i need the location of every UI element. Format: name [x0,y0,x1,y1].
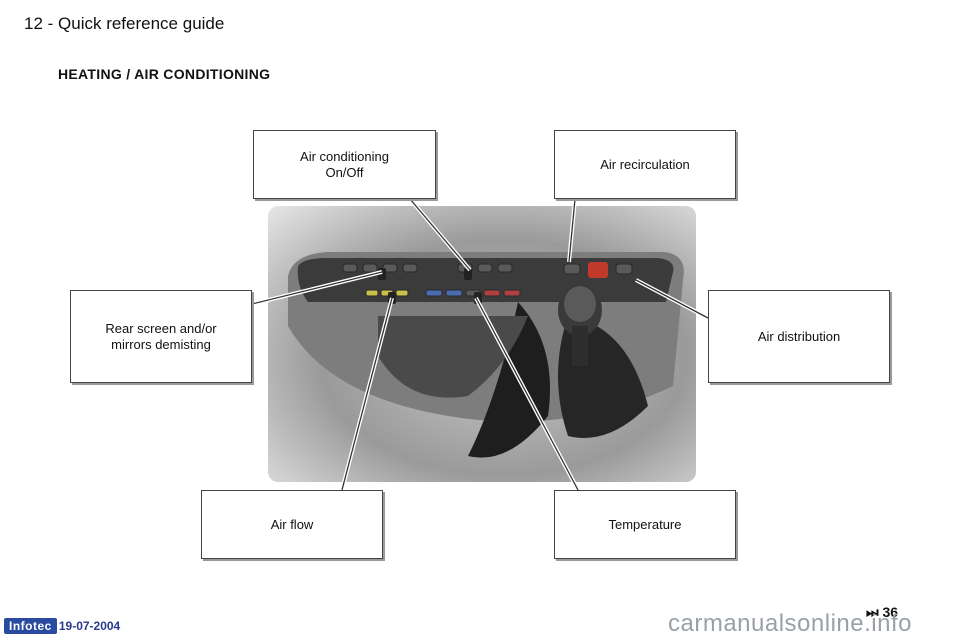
fast-forward-icon: ⏭ [866,604,879,620]
rear-screen-label-line2: mirrors demisting [111,336,211,352]
air-distribution-callout: Air distribution [708,290,890,383]
air-flow-callout: Air flow [201,490,383,559]
air-flow-label: Air flow [270,516,314,532]
air-recirculation-callout: Air recirculation [554,130,736,199]
infotec-logo: Infotec [4,618,57,634]
air-recirculation-label: Air recirculation [600,156,690,172]
rear-screen-demisting-callout: Rear screen and/or mirrors demisting [70,290,252,383]
page-reference-link[interactable]: ⏭ 36 [866,604,898,621]
temperature-callout: Temperature [554,490,736,559]
footer-date: 19-07-2004 [58,619,121,633]
page-reference-number: 36 [882,604,899,620]
section-title: HEATING / AIR CONDITIONING [58,66,271,82]
footer: Infotec 19-07-2004 [4,618,120,634]
air-conditioning-state: On/Off [325,164,364,180]
air-distribution-label: Air distribution [757,328,841,344]
air-conditioning-label: Air conditioning [300,148,389,164]
temperature-label: Temperature [608,516,682,532]
watermark: carmanualsonline.info [668,610,912,637]
dashboard-controls-photo [268,206,696,482]
air-conditioning-callout: Air conditioning On/Off [253,130,436,199]
page-header-title: 12 - Quick reference guide [24,14,225,33]
rear-screen-label-line1: Rear screen and/or [105,320,217,336]
